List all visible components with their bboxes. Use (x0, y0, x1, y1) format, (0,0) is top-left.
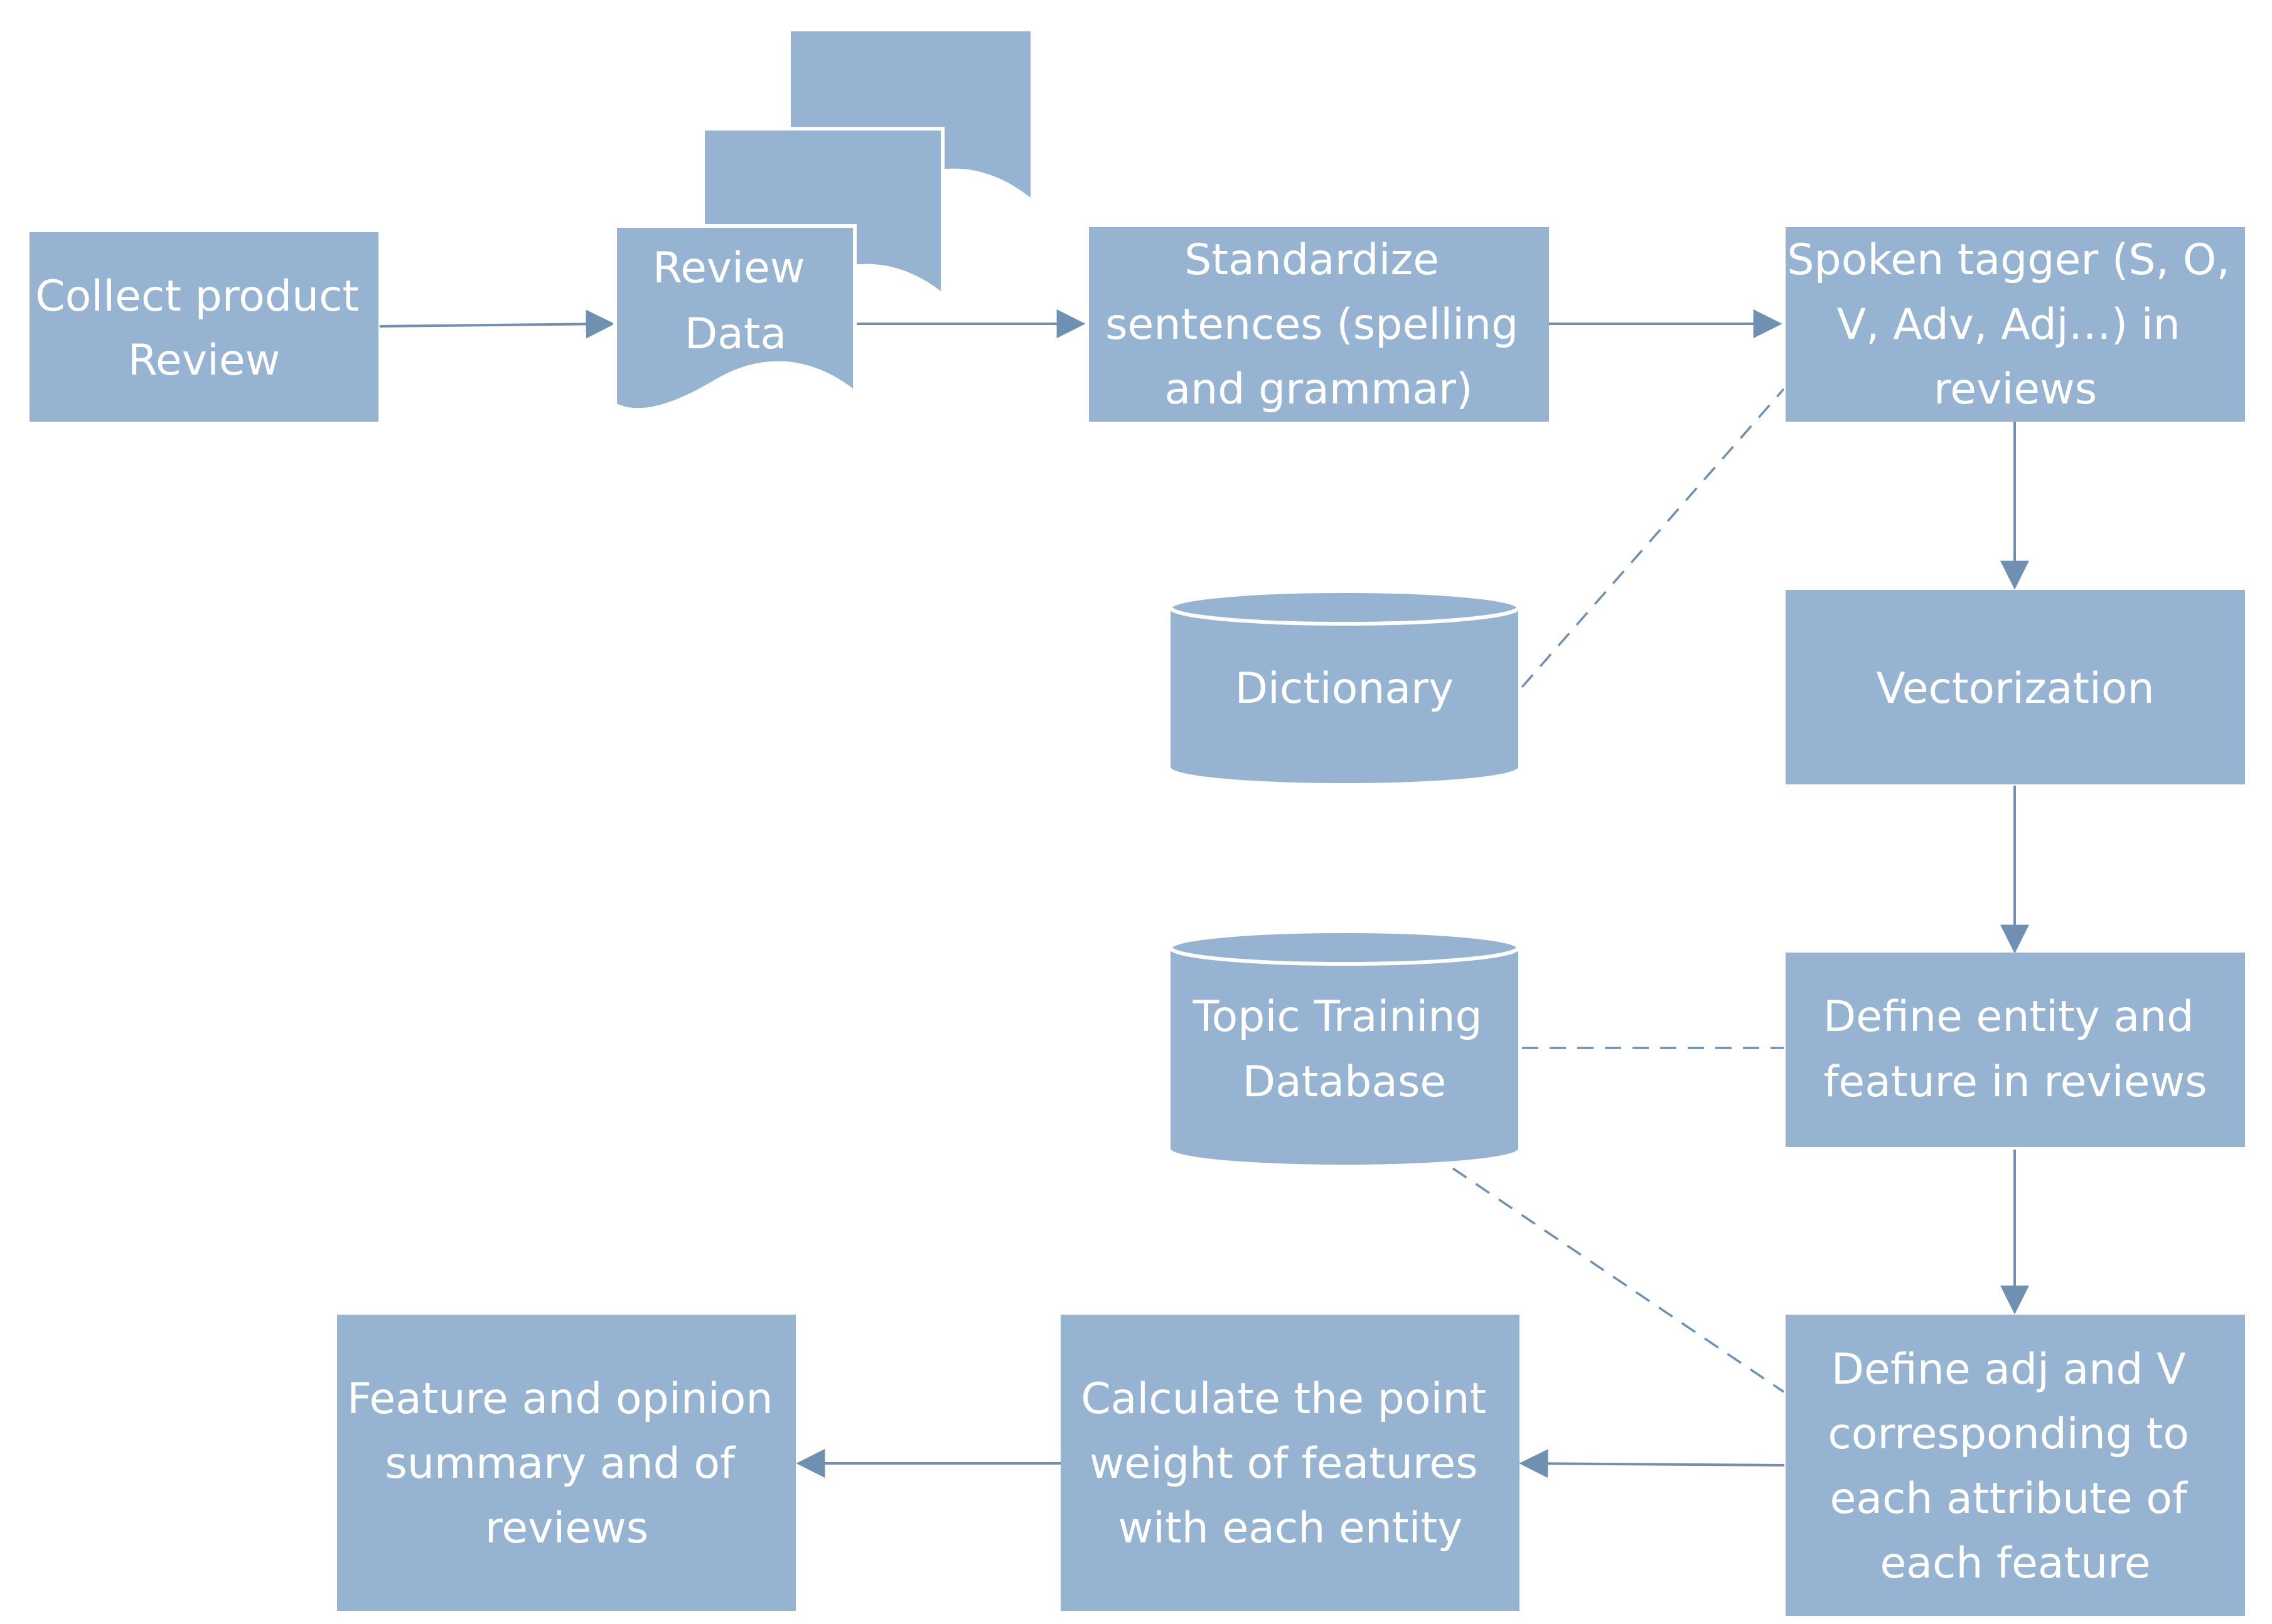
collect-review-label: Collect product Review (35, 272, 373, 385)
node-calculate-weight: Calculate the point weight of features w… (1061, 1315, 1519, 1611)
define-adj-line-2: corresponding to (1828, 1409, 2189, 1459)
standardize-line-2: sentences (spelling (1105, 300, 1518, 350)
review-data-line-2: Data (685, 309, 786, 359)
summary-line-1: Feature and opinion (347, 1374, 773, 1424)
define-adj-box (1786, 1315, 2245, 1616)
standardize-line-3: and grammar) (1165, 365, 1473, 414)
node-define-entity: Define entity and feature in reviews (1786, 953, 2245, 1147)
calculate-weight-label: Calculate the point weight of features w… (1081, 1374, 1499, 1553)
define-entity-line-2: feature in reviews (1823, 1057, 2207, 1107)
connectors (379, 309, 2029, 1478)
topic-db-line-2: Database (1243, 1057, 1446, 1107)
topic-db-line-1: Topic Training (1192, 992, 1482, 1042)
define-entity-line-1: Define entity and (1823, 992, 2194, 1042)
vectorization-box (1786, 590, 2245, 784)
topic-db-cylinder-body (1171, 948, 1518, 1165)
define-adj-line-1: Define adj and V (1831, 1345, 2186, 1394)
standardize-label: Standardize sentences (spelling and gram… (1105, 235, 1532, 414)
summary-line-2: summary and of (385, 1439, 736, 1488)
summary-line-3: reviews (485, 1504, 648, 1553)
node-review-data: Review Data (613, 31, 1031, 412)
define-entity-box (1786, 953, 2245, 1147)
spoken-tagger-line-2: V, Adv, Adj…) in (1837, 300, 2180, 350)
spoken-tagger-line-3: reviews (1934, 365, 2097, 414)
summary-label: Feature and opinion summary and of revie… (347, 1374, 786, 1553)
dictionary-cylinder-top (1169, 589, 1520, 626)
define-adj-line-4: each feature (1880, 1539, 2150, 1588)
standardize-line-1: Standardize (1184, 235, 1439, 285)
define-entity-label: Define entity and feature in reviews (1823, 992, 2207, 1107)
dictionary-cylinder-body (1171, 607, 1518, 783)
dashed-dictionary-to-tagger (1521, 388, 1785, 688)
calculate-weight-line-3: with each entity (1118, 1504, 1463, 1553)
review-data-line-1: Review (653, 243, 805, 293)
node-define-adj: Define adj and V corresponding to each a… (1786, 1315, 2245, 1616)
arrow-adj-to-calculate (1519, 1449, 1785, 1478)
dashed-topicdb-to-adj (1452, 1167, 1784, 1393)
node-vectorization: Vectorization (1786, 590, 2245, 784)
calculate-weight-box (1061, 1315, 1519, 1611)
spoken-tagger-label: Spoken tagger (S, O, V, Adv, Adj…) in re… (1787, 235, 2243, 414)
arrow-collect-to-data (379, 309, 615, 339)
dictionary-label: Dictionary (1235, 664, 1454, 713)
vectorization-label: Vectorization (1876, 664, 2154, 713)
topic-db-label: Topic Training Database (1192, 992, 1496, 1107)
standardize-box (1089, 227, 1549, 422)
node-dictionary: Dictionary (1169, 589, 1520, 783)
collect-review-line-1: Collect product (35, 272, 359, 321)
define-adj-label: Define adj and V corresponding to each a… (1828, 1345, 2202, 1588)
calculate-weight-line-1: Calculate the point (1081, 1374, 1486, 1424)
node-spoken-tagger: Spoken tagger (S, O, V, Adv, Adj…) in re… (1786, 227, 2245, 422)
summary-box (337, 1315, 796, 1611)
topic-db-cylinder-top (1169, 929, 1520, 966)
collect-review-box (29, 232, 378, 422)
spoken-tagger-box (1786, 227, 2245, 422)
review-data-label: Review Data (653, 243, 818, 359)
node-collect-review: Collect product Review (29, 232, 378, 422)
review-data-doc-front (613, 224, 857, 412)
define-adj-line-3: each attribute of (1830, 1474, 2189, 1524)
collect-review-line-2: Review (128, 336, 281, 385)
node-summary: Feature and opinion summary and of revie… (337, 1315, 796, 1611)
spoken-tagger-line-1: Spoken tagger (S, O, (1787, 235, 2230, 285)
node-topic-db: Topic Training Database (1169, 929, 1520, 1165)
node-standardize: Standardize sentences (spelling and gram… (1089, 227, 1549, 422)
calculate-weight-line-2: weight of features (1090, 1439, 1478, 1488)
